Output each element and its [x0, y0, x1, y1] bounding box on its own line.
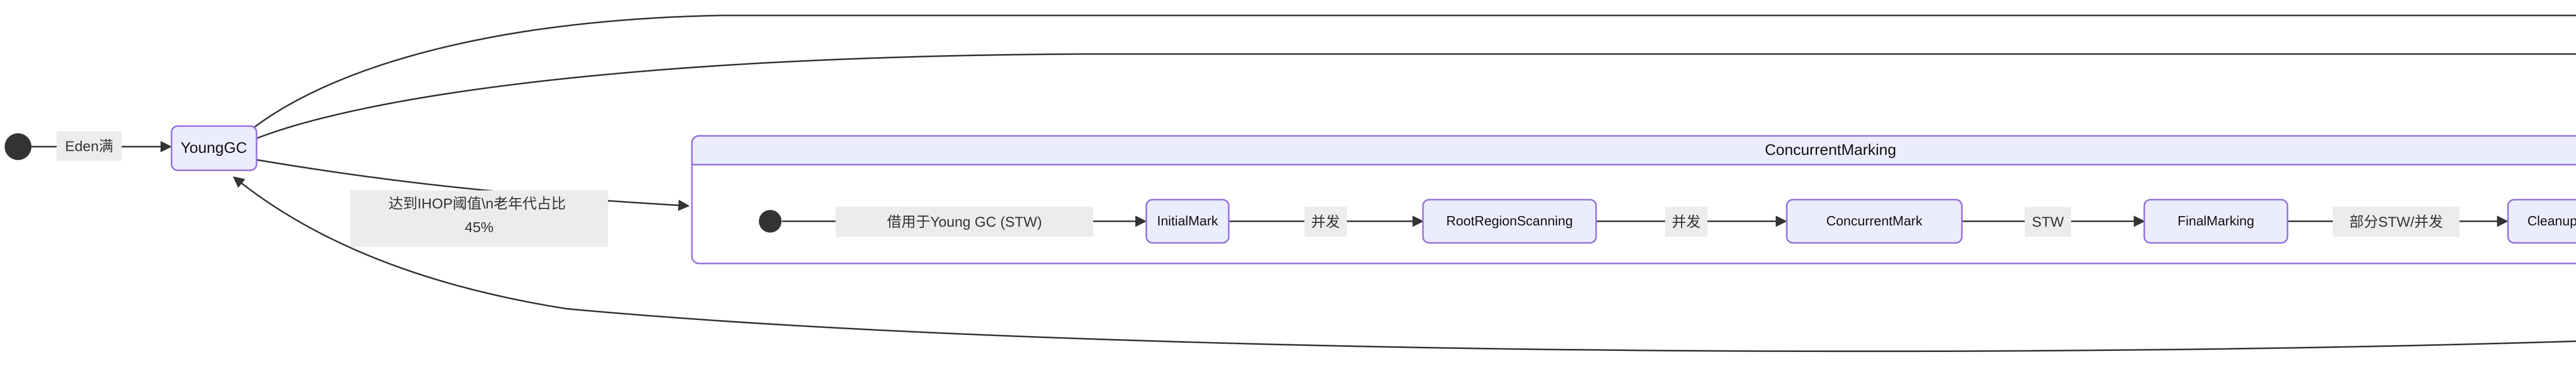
composite-state-title: ConcurrentMarking — [1765, 142, 1896, 158]
edge-label-borrowed-young-gc-text: 借用于Young GC (STW) — [887, 214, 1042, 230]
state-label-initialmark: InitialMark — [1157, 213, 1218, 228]
state-node-concurrentmark[interactable]: ConcurrentMark — [1786, 199, 1963, 244]
edge-label-concurrent-1: 并发 — [1304, 207, 1347, 237]
state-node-younggc[interactable]: YoungGC — [171, 125, 258, 171]
edge-label-concurrent-2: 并发 — [1665, 207, 1707, 237]
state-label-cleanup: Cleanup — [2528, 213, 2576, 228]
state-diagram-root: YoungGC ConcurrentMarking InitialMark Ro… — [5, 14, 2576, 352]
edge-label-partial-stw-concurrent: 部分STW/并发 — [2333, 207, 2460, 237]
state-label-younggc: YoungGC — [181, 139, 247, 156]
edge-label-borrowed-young-gc: 借用于Young GC (STW) — [836, 207, 1093, 237]
edge-label-ihop-threshold: 达到IHOP阈值\n老年代占比 45% — [350, 190, 608, 247]
state-label-concurrentmark: ConcurrentMark — [1826, 213, 1923, 228]
edge-label-concurrent-1-text: 并发 — [1311, 214, 1340, 230]
edge-label-eden-full-text: Eden满 — [65, 138, 113, 154]
edge-label-stw-text: STW — [2032, 214, 2064, 230]
start-state-node — [5, 133, 31, 160]
state-node-rootregionscanning[interactable]: RootRegionScanning — [1422, 199, 1597, 244]
diagram-canvas: YoungGC ConcurrentMarking InitialMark Ro… — [5, 14, 2576, 352]
composite-state-concurrentmarking[interactable]: ConcurrentMarking — [691, 135, 2576, 264]
state-node-initialmark[interactable]: InitialMark — [1145, 199, 1230, 244]
inner-start-state-node — [759, 210, 782, 233]
edge-younggc-to-fullgc — [255, 53, 2576, 140]
state-label-rootregionscanning: RootRegionScanning — [1446, 213, 1573, 228]
edge-label-eden-full: Eden满 — [57, 131, 122, 161]
edge-label-ihop-threshold-text: 达到IHOP阈值\n老年代占比 45% — [388, 196, 570, 235]
state-node-finalmarking[interactable]: FinalMarking — [2143, 199, 2289, 244]
edge-label-stw: STW — [2025, 207, 2071, 237]
edge-label-concurrent-2-text: 并发 — [1672, 214, 1701, 230]
state-node-cleanup[interactable]: Cleanup — [2507, 199, 2576, 244]
edge-label-partial-stw-concurrent-text: 部分STW/并发 — [2349, 214, 2443, 230]
state-label-finalmarking: FinalMarking — [2178, 213, 2255, 228]
edge-mixedgc-to-younggc — [233, 176, 2576, 352]
edge-younggc-to-end — [252, 14, 2576, 130]
